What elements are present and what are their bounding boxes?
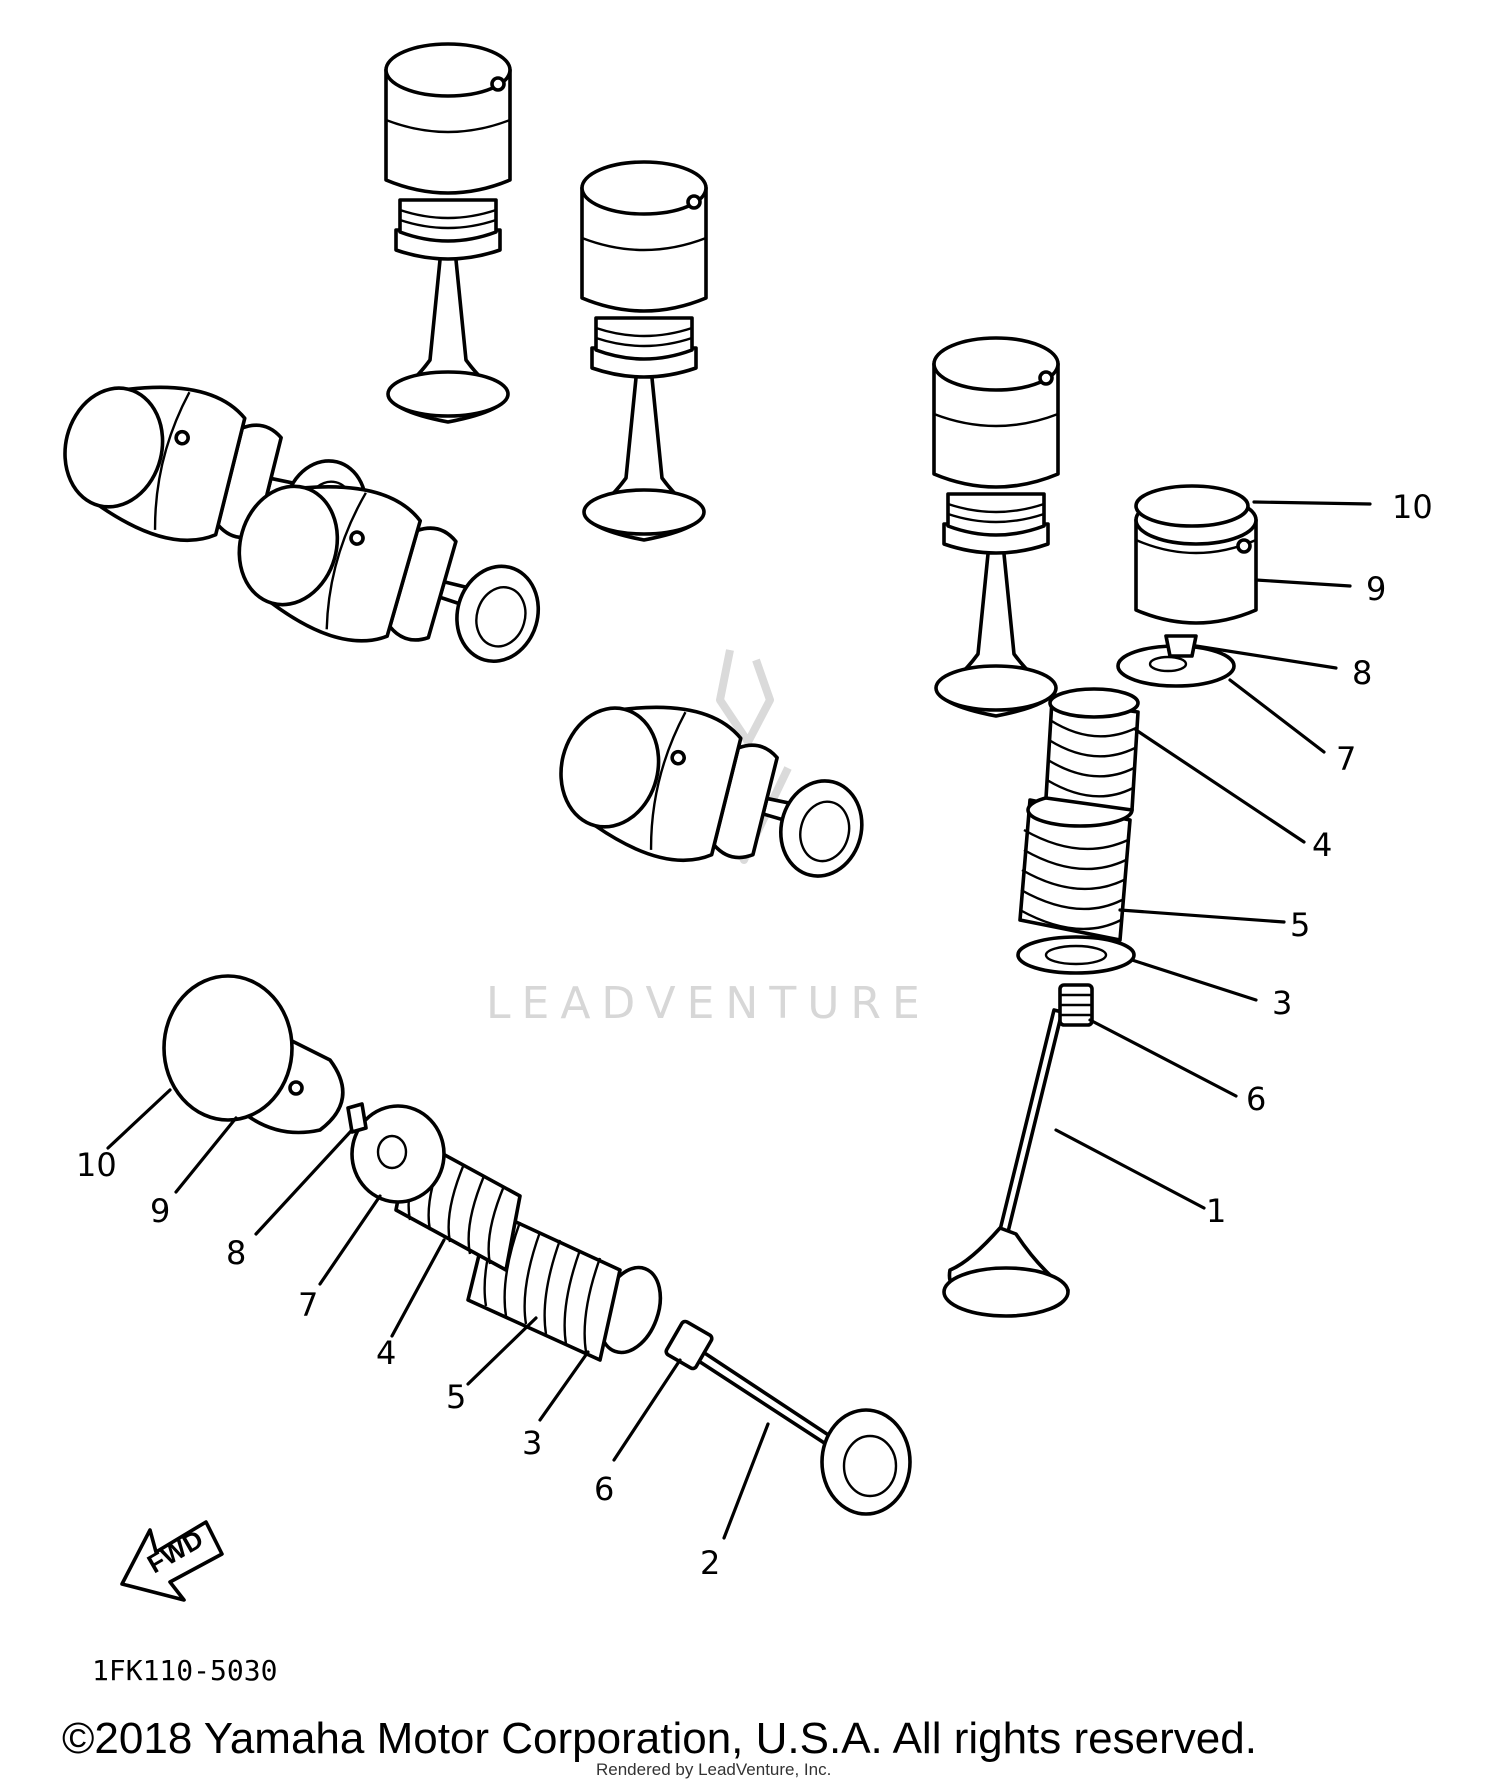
callout-3-right: 3 [1272, 984, 1292, 1022]
copyright-notice: ©2018 Yamaha Motor Corporation, U.S.A. A… [62, 1714, 1257, 1763]
callout-5-left: 5 [446, 1378, 466, 1416]
callout-7-left: 7 [298, 1286, 318, 1324]
right-valve-assembly [942, 484, 1258, 1318]
callout-10-right: 10 [1392, 488, 1433, 526]
background-valve-2 [580, 160, 708, 542]
diagram-code: 1FK110-5030 [92, 1654, 277, 1687]
left-leader-lines [106, 1088, 770, 1540]
tappet-9 [1134, 518, 1258, 625]
watermark-text: LEADVENTURE [486, 978, 931, 1029]
rendered-by-note: Rendered by LeadVenture, Inc. [596, 1760, 832, 1779]
cotter-8 [1164, 634, 1198, 658]
callout-9-right: 9 [1366, 570, 1386, 608]
callout-6-right: 6 [1246, 1080, 1266, 1118]
background-valve-1 [384, 42, 512, 424]
callout-9-left: 9 [150, 1192, 170, 1230]
cotter-8b [346, 1102, 368, 1134]
callout-10-left: 10 [76, 1146, 117, 1184]
left-valve-assembly [162, 974, 912, 1516]
callout-8-right: 8 [1352, 654, 1372, 692]
spring-seat-3 [1016, 935, 1136, 975]
background-valve-6 [543, 681, 883, 905]
callout-6-left: 6 [594, 1470, 614, 1508]
callout-8-left: 8 [226, 1234, 246, 1272]
adjusting-pad-10 [1134, 484, 1250, 528]
right-leader-lines [1054, 500, 1372, 1210]
adjusting-pad-10b [162, 974, 294, 1122]
background-valve-3 [932, 336, 1060, 718]
callout-7-right: 7 [1336, 740, 1356, 778]
fwd-arrow-icon [120, 1520, 224, 1602]
background-valve-5 [219, 458, 561, 692]
callout-1-right: 1 [1206, 1192, 1226, 1230]
callout-4-left: 4 [376, 1334, 396, 1372]
callout-2-left: 2 [700, 1544, 720, 1582]
callout-4-right: 4 [1312, 826, 1332, 864]
callout-3-left: 3 [522, 1424, 542, 1462]
retainer-7b [350, 1104, 446, 1204]
callout-5-right: 5 [1290, 906, 1310, 944]
valve-stem-1 [998, 1008, 1064, 1234]
